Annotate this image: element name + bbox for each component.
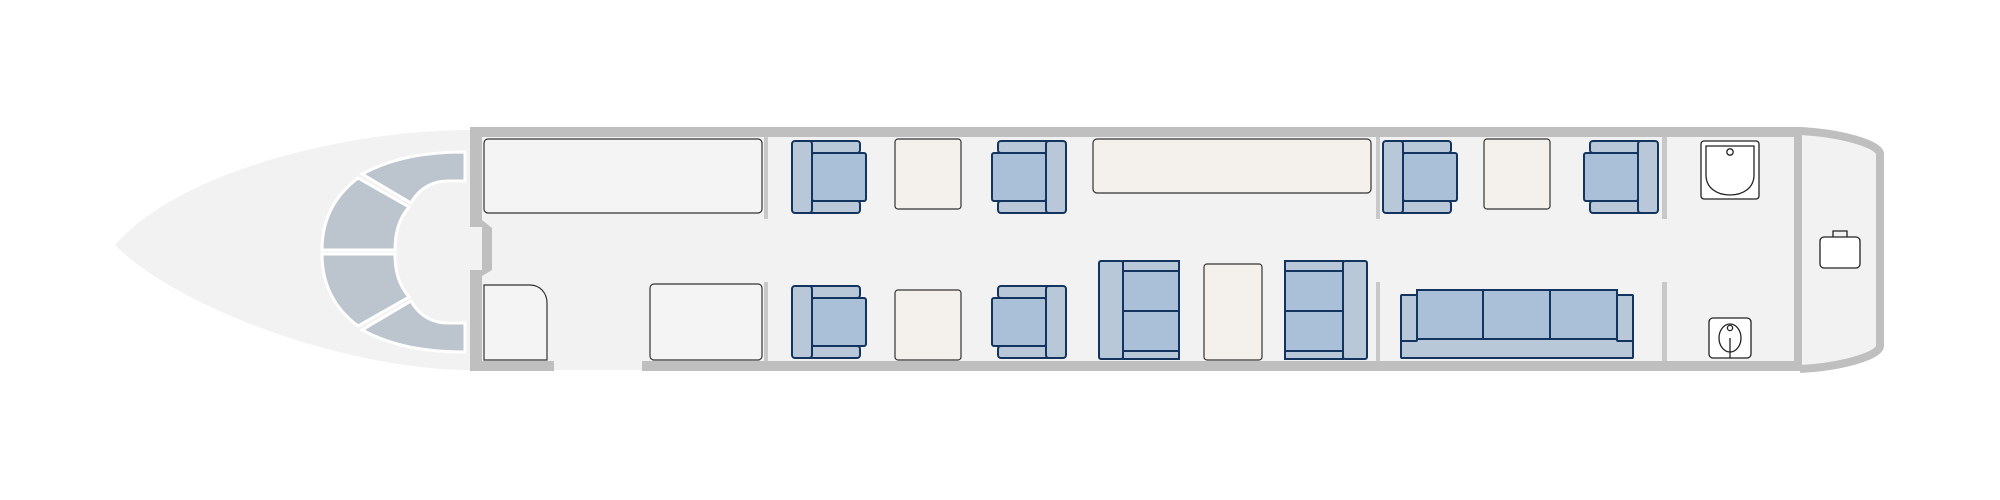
cockpit-seat-lower-left — [320, 252, 412, 328]
seat-5a-back — [1382, 140, 1404, 214]
seat-4-double-arm-bottom — [1284, 350, 1344, 360]
wall-front-bottom — [470, 270, 482, 371]
seat-2a-arm-top — [805, 285, 861, 299]
divider-1-top — [764, 137, 768, 219]
tail-wall — [1799, 127, 1884, 373]
cabin-walls — [470, 127, 1802, 371]
seat-2b[interactable] — [991, 285, 1067, 359]
sink-drain — [1726, 148, 1734, 156]
divider-1-bottom — [764, 282, 768, 361]
aft-club-table — [1483, 138, 1551, 210]
seat-1b-arm-top — [997, 140, 1053, 154]
suitcase-icon — [1819, 230, 1861, 269]
wall-aft-bulkhead — [1794, 127, 1802, 371]
wall-top — [470, 127, 1800, 137]
cockpit-door — [482, 220, 492, 276]
seat-5b-arm-top — [1589, 140, 1645, 154]
seat-4-double-arm-top — [1284, 260, 1344, 272]
sink-icon — [1700, 140, 1760, 200]
divan-cushion-2 — [1482, 289, 1551, 340]
sideboard-table — [1092, 138, 1372, 194]
seat-3-double-cushion-bottom — [1122, 310, 1180, 352]
seat-1b-arm-bottom — [997, 200, 1053, 214]
seat-2b-back — [1045, 285, 1067, 359]
divan-cushion-3 — [1549, 289, 1618, 340]
sink-basin — [1705, 145, 1755, 196]
seat-2b-arm-top — [997, 285, 1053, 299]
crew-storage-cabinet — [483, 284, 548, 361]
seat-1a-arm-top — [805, 140, 861, 154]
seat-2b-arm-bottom — [997, 345, 1053, 359]
seat-2a[interactable] — [791, 285, 867, 359]
cabin-dividers — [764, 137, 1667, 361]
seat-4-double-back — [1342, 260, 1368, 360]
suitcase-body — [1819, 236, 1861, 269]
toilet-flush — [1726, 324, 1734, 332]
galley-cabinet — [483, 138, 763, 214]
seat-1a-back — [791, 140, 813, 214]
club-table-bottom — [894, 289, 962, 361]
seat-5a-arm-top — [1396, 140, 1452, 154]
seat-5a-cushion — [1402, 152, 1458, 202]
seat-1b-back — [1045, 140, 1067, 214]
divan-base — [1400, 338, 1634, 359]
seat-4-double[interactable] — [1284, 260, 1368, 360]
forward-credenza — [649, 283, 763, 361]
seat-3-double[interactable] — [1098, 260, 1180, 360]
seat-3-double-back — [1098, 260, 1124, 360]
divan-cushion-1 — [1416, 289, 1484, 340]
seat-5a[interactable] — [1382, 140, 1458, 214]
cockpit-seat-lower-right — [358, 298, 467, 354]
seat-1a-cushion — [811, 152, 867, 202]
divan-arm-right — [1616, 294, 1634, 342]
seat-1b-cushion — [991, 152, 1047, 202]
wall-bottom-right — [642, 361, 1800, 371]
seat-3-double-arm-top — [1122, 260, 1180, 272]
seat-5a-arm-bottom — [1396, 200, 1452, 214]
seat-3-double-cushion-top — [1122, 270, 1180, 312]
seat-5b-cushion — [1583, 152, 1639, 202]
cockpit-seat-upper-left — [320, 176, 412, 252]
seat-5b[interactable] — [1583, 140, 1659, 214]
divider-3-top — [1662, 137, 1667, 219]
seat-5b-back — [1637, 140, 1659, 214]
seat-1a-arm-bottom — [805, 200, 861, 214]
suitcase-handle — [1832, 230, 1848, 237]
divider-3-bottom — [1662, 282, 1667, 361]
seat-2b-cushion — [991, 297, 1047, 347]
passenger-seats — [791, 140, 1659, 360]
seat-4-double-cushion-bottom — [1284, 310, 1344, 352]
seat-3-double-arm-bottom — [1122, 350, 1180, 360]
wall-bottom-left — [470, 361, 554, 371]
club-table-top — [894, 138, 962, 210]
dining-table — [1203, 263, 1263, 361]
seat-5b-arm-bottom — [1589, 200, 1645, 214]
wall-front-top — [470, 127, 482, 227]
divan-arm-left — [1400, 294, 1418, 342]
seat-4-double-cushion-top — [1284, 270, 1344, 312]
seat-2a-arm-bottom — [805, 345, 861, 359]
seat-2a-back — [791, 285, 813, 359]
cockpit-seat-upper-right — [358, 150, 467, 206]
seat-2a-cushion — [811, 297, 867, 347]
toilet-icon — [1708, 317, 1752, 359]
cockpit-seats-icon — [320, 150, 467, 354]
seat-1a[interactable] — [791, 140, 867, 214]
divider-2-bottom — [1376, 282, 1380, 361]
divider-2-top — [1376, 137, 1380, 219]
divan-sofa-icon[interactable] — [1400, 289, 1634, 359]
seat-1b[interactable] — [991, 140, 1067, 214]
